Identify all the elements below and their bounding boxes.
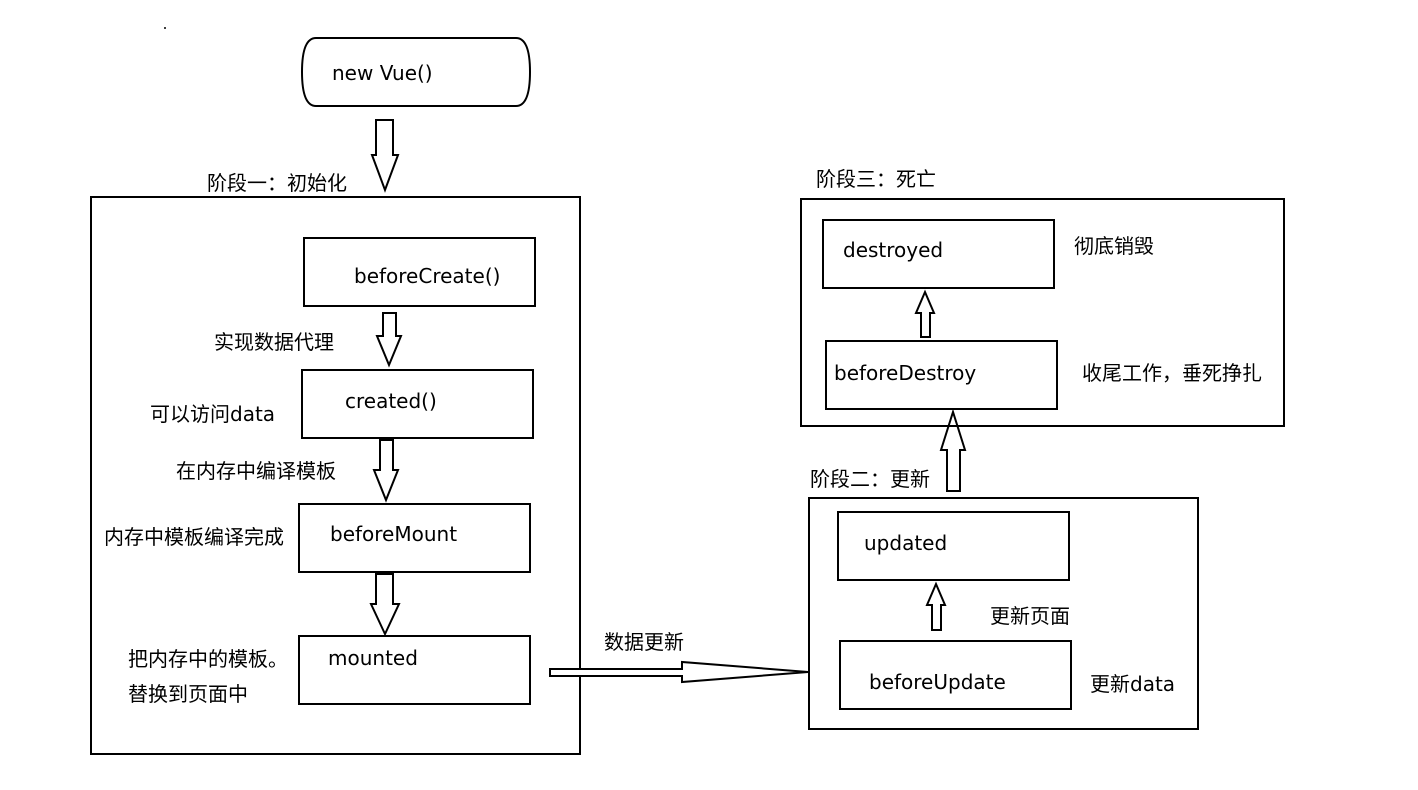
note-update-data: 更新data	[1090, 672, 1176, 696]
updated-label: updated	[864, 531, 948, 555]
stage3-title: 阶段三：死亡	[816, 167, 936, 191]
before-create-label: beforeCreate()	[354, 264, 501, 288]
arrow-before-mount-to-mounted	[369, 573, 401, 637]
stage2-container	[808, 497, 1199, 730]
updated-box	[837, 511, 1070, 581]
note-update-page: 更新页面	[990, 604, 1070, 628]
stage1-container	[90, 196, 581, 755]
stage1-title: 阶段一：初始化	[207, 171, 347, 195]
note-replace-line2: 替换到页面中	[128, 682, 248, 706]
before-destroy-box	[825, 340, 1058, 410]
arrow-start-to-stage1	[370, 119, 400, 193]
arrow-stage2-to-stage3	[939, 408, 967, 492]
arrow-data-update	[549, 660, 809, 684]
start-label: new Vue()	[332, 61, 433, 85]
created-label: created()	[345, 389, 437, 413]
arrow-before-destroy-to-destroyed	[914, 289, 936, 338]
created-box	[301, 369, 534, 439]
destroyed-label: destroyed	[843, 238, 944, 262]
arrow-before-update-to-updated	[925, 581, 947, 631]
arrow-before-create-to-created	[375, 312, 403, 368]
before-update-box	[839, 640, 1072, 710]
stage2-title: 阶段二：更新	[810, 467, 930, 491]
note-wrap-up: 收尾工作，垂死挣扎	[1082, 361, 1262, 385]
before-create-box	[303, 237, 536, 307]
destroyed-box	[822, 219, 1055, 289]
mounted-label: mounted	[328, 646, 418, 670]
stray-dot	[164, 27, 166, 29]
before-mount-box	[298, 503, 531, 573]
arrow-created-to-before-mount	[372, 439, 400, 503]
before-destroy-label: beforeDestroy	[834, 361, 977, 385]
before-update-label: beforeUpdate	[869, 670, 1006, 694]
before-mount-label: beforeMount	[330, 522, 458, 546]
note-compile-template: 在内存中编译模板	[176, 459, 336, 483]
data-update-label: 数据更新	[604, 630, 684, 654]
note-data-proxy: 实现数据代理	[214, 330, 334, 354]
note-access-data: 可以访问data	[150, 402, 276, 426]
note-replace-line1: 把内存中的模板。	[128, 647, 288, 671]
note-template-compiled: 内存中模板编译完成	[104, 525, 284, 549]
note-destroy-all: 彻底销毁	[1074, 234, 1154, 258]
mounted-box	[298, 635, 531, 705]
stage3-container	[800, 198, 1285, 427]
start-terminator	[300, 37, 532, 107]
